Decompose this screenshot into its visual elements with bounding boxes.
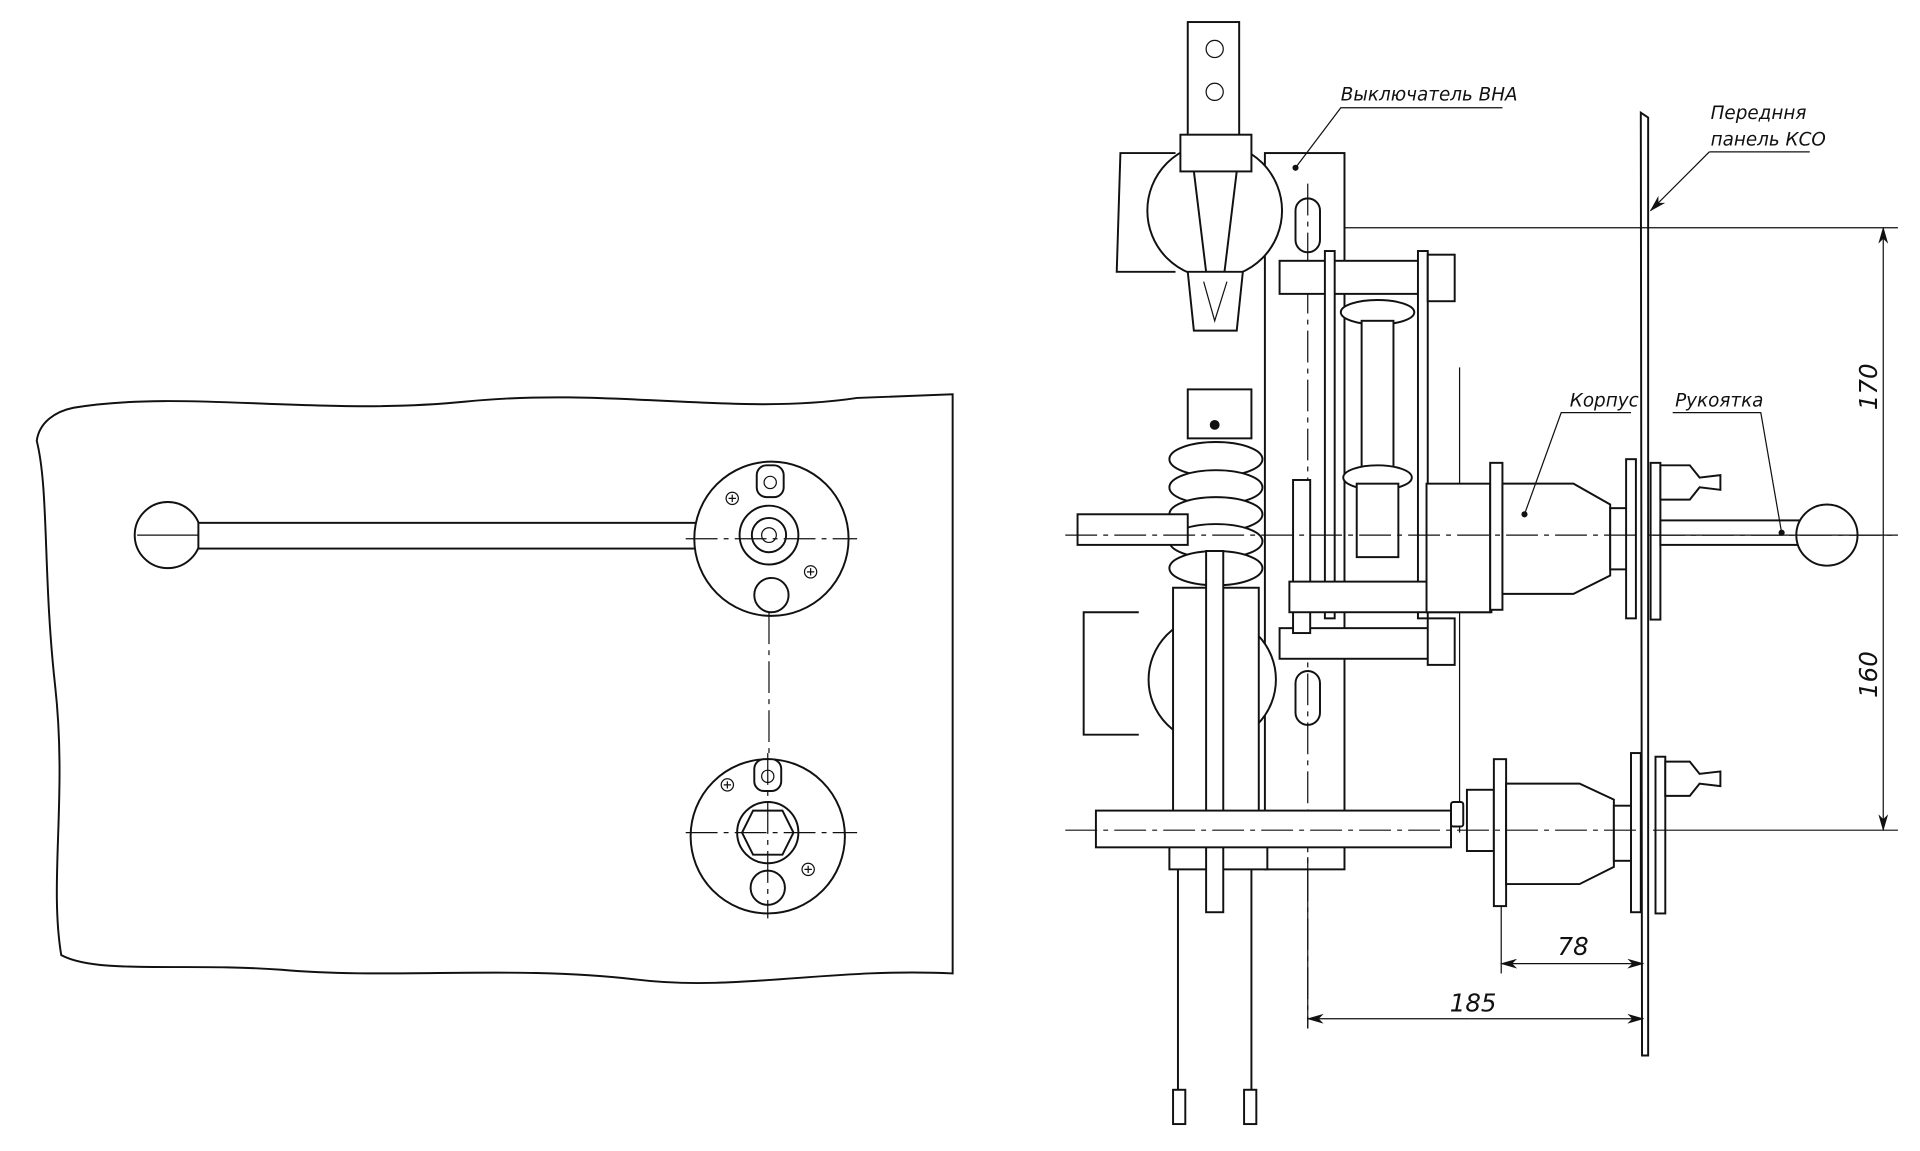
upper-insulator: [1146, 133, 1284, 332]
dimension-78: 78: [1558, 932, 1589, 961]
label-switch: Выключатель ВНА: [1341, 84, 1518, 105]
side-view: [1065, 21, 1898, 1126]
panel-outline: [35, 393, 954, 985]
label-housing: Корпус: [1570, 391, 1639, 412]
lower-flange: [685, 753, 858, 919]
upper-shaft: [1076, 513, 1189, 546]
busbar: [1186, 21, 1241, 140]
handle-side[interactable]: [1659, 503, 1859, 567]
upper-flange: [685, 460, 858, 617]
dimension-185: 185: [1450, 988, 1497, 1017]
dimension-170: 170: [1854, 363, 1883, 410]
dimensions: 170 160 78 185: [1306, 226, 1898, 1029]
lower-insulator: [1082, 388, 1277, 1126]
label-panel-line1: Передння: [1711, 103, 1807, 124]
label-panel-line2: панель КСО: [1711, 130, 1826, 151]
callouts: Выключатель ВНА Передння панель КСО Корп…: [1292, 84, 1826, 536]
lower-housing: [1094, 752, 1722, 915]
handle-lever[interactable]: [133, 501, 739, 570]
front-view: [35, 393, 954, 985]
dimension-160: 160: [1854, 651, 1883, 698]
label-handle: Рукоятка: [1675, 391, 1763, 412]
front-panel: [1639, 110, 1650, 1057]
